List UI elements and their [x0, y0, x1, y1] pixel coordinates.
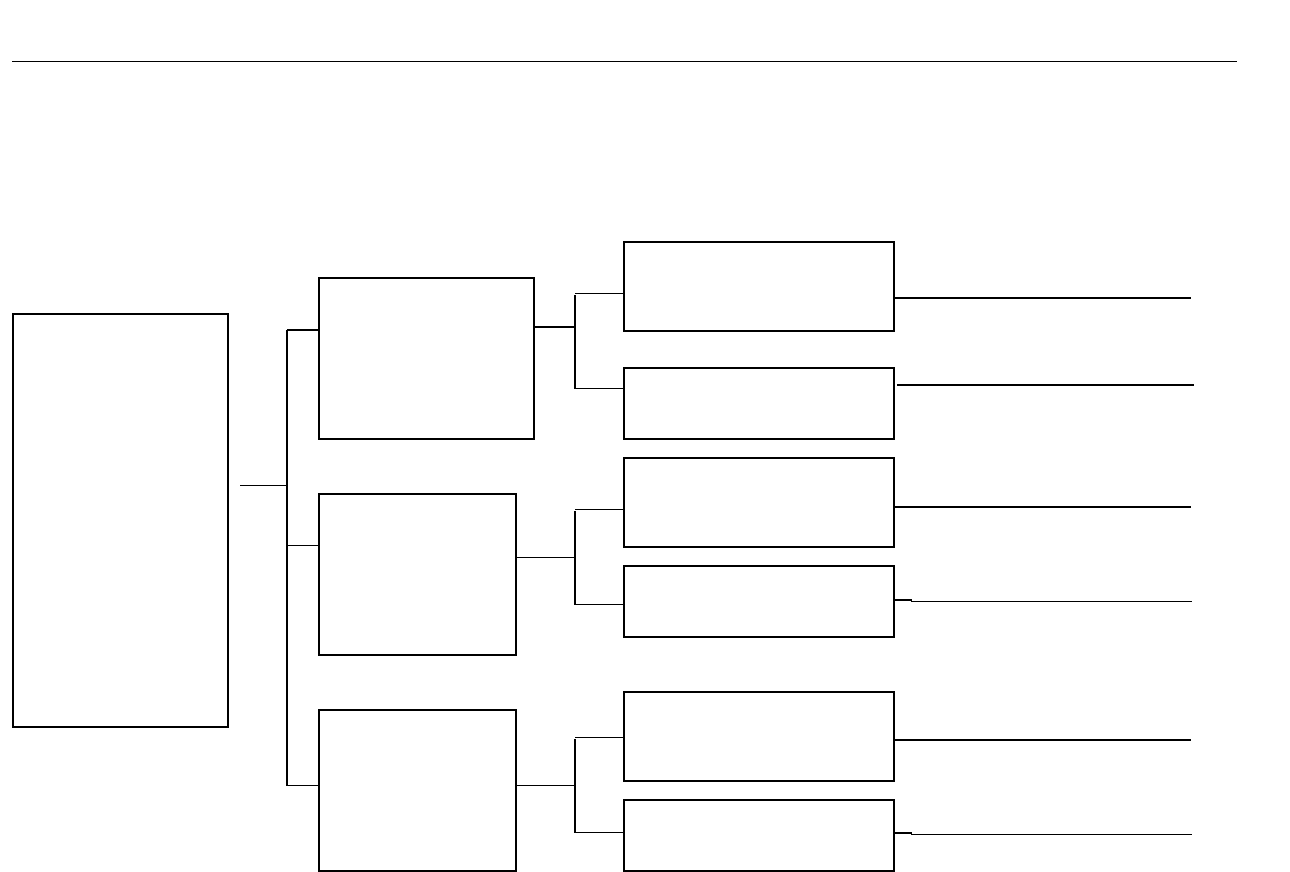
- node-b-out: [517, 557, 575, 558]
- node-b2-link: [575, 604, 623, 605]
- node-a1: [623, 241, 895, 332]
- branch-b-connector: [287, 545, 318, 546]
- node-c1-link: [575, 737, 623, 738]
- node-c1: [623, 691, 895, 782]
- node-c-out: [517, 785, 575, 786]
- node-b1-output-line: [895, 506, 1191, 508]
- node-a: [318, 277, 535, 440]
- node-b2-output-line: [911, 601, 1192, 602]
- node-a1-output-line: [895, 297, 1191, 299]
- node-b2-output-stub: [895, 599, 912, 601]
- node-b2: [623, 565, 895, 638]
- node-b-fork: [574, 511, 576, 605]
- node-a2: [623, 367, 895, 440]
- node-a1-link: [575, 293, 623, 294]
- branch-a-connector: [287, 329, 318, 331]
- root-connector: [240, 485, 286, 486]
- root-node: [12, 313, 229, 728]
- node-c2-output-line: [911, 834, 1192, 835]
- node-c-fork: [574, 739, 576, 833]
- level1-trunk: [286, 330, 288, 786]
- node-a-fork: [574, 295, 576, 389]
- node-a-out: [535, 326, 576, 328]
- node-a2-link: [575, 388, 623, 389]
- node-c2-output-stub: [895, 832, 912, 834]
- node-c1-output-line: [895, 739, 1191, 741]
- node-b1-link: [575, 509, 623, 510]
- node-c: [318, 709, 517, 872]
- branch-c-connector: [287, 785, 318, 786]
- node-c2-link: [575, 832, 623, 833]
- node-a2-output-line: [897, 384, 1194, 386]
- node-c2: [623, 799, 895, 872]
- node-b: [318, 493, 517, 656]
- header-rule: [12, 61, 1237, 62]
- node-b1: [623, 457, 895, 548]
